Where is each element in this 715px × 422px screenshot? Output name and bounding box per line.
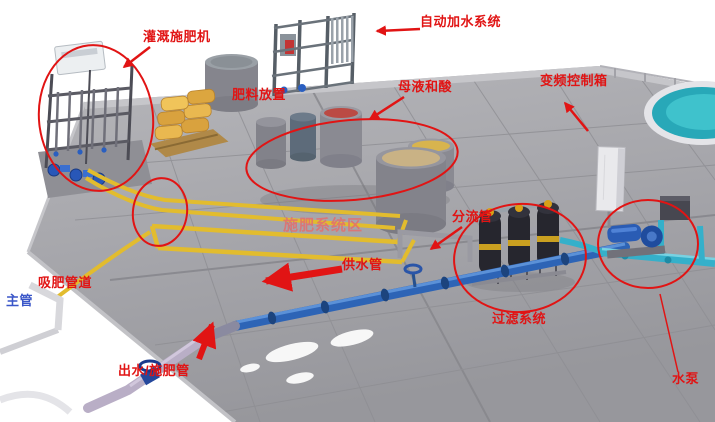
floor-paint-smudges <box>240 329 374 384</box>
supply-pipe <box>230 242 630 331</box>
annotation-arrows <box>122 25 679 373</box>
diversion-manifold <box>397 229 473 262</box>
gray-water-tank <box>205 54 258 112</box>
label-outlet-fertigation-pipe: 出水/施肥管 <box>118 363 190 378</box>
label-filter-system: 过滤系统 <box>492 311 547 326</box>
auto-water-frame <box>271 12 356 97</box>
label-fertilizer-suction-pipe: 吸肥管道 <box>38 275 93 290</box>
label-fertigation-area: 施肥系统区 <box>283 217 364 234</box>
label-irrigation-machine: 灌溉施肥机 <box>143 29 211 44</box>
fertilizer-bags <box>150 88 229 158</box>
label-auto-water-system: 自动加水系统 <box>420 14 502 29</box>
label-vfd-control-box: 变频控制箱 <box>540 73 608 88</box>
label-diversion-pipe: 分流管 <box>452 209 493 224</box>
annotation-ellipses <box>37 44 699 314</box>
label-mother-liquor-acid: 母液和酸 <box>398 79 453 94</box>
label-water-supply-pipe: 供水管 <box>342 257 383 272</box>
vfd-control-box <box>595 146 626 228</box>
label-main-pipe: 主管 <box>6 293 34 308</box>
pool <box>644 81 715 145</box>
label-fertilizer-storage: 肥料放置 <box>232 87 287 102</box>
label-water-pump: 水泵 <box>672 371 700 386</box>
filter-tanks <box>465 200 575 292</box>
